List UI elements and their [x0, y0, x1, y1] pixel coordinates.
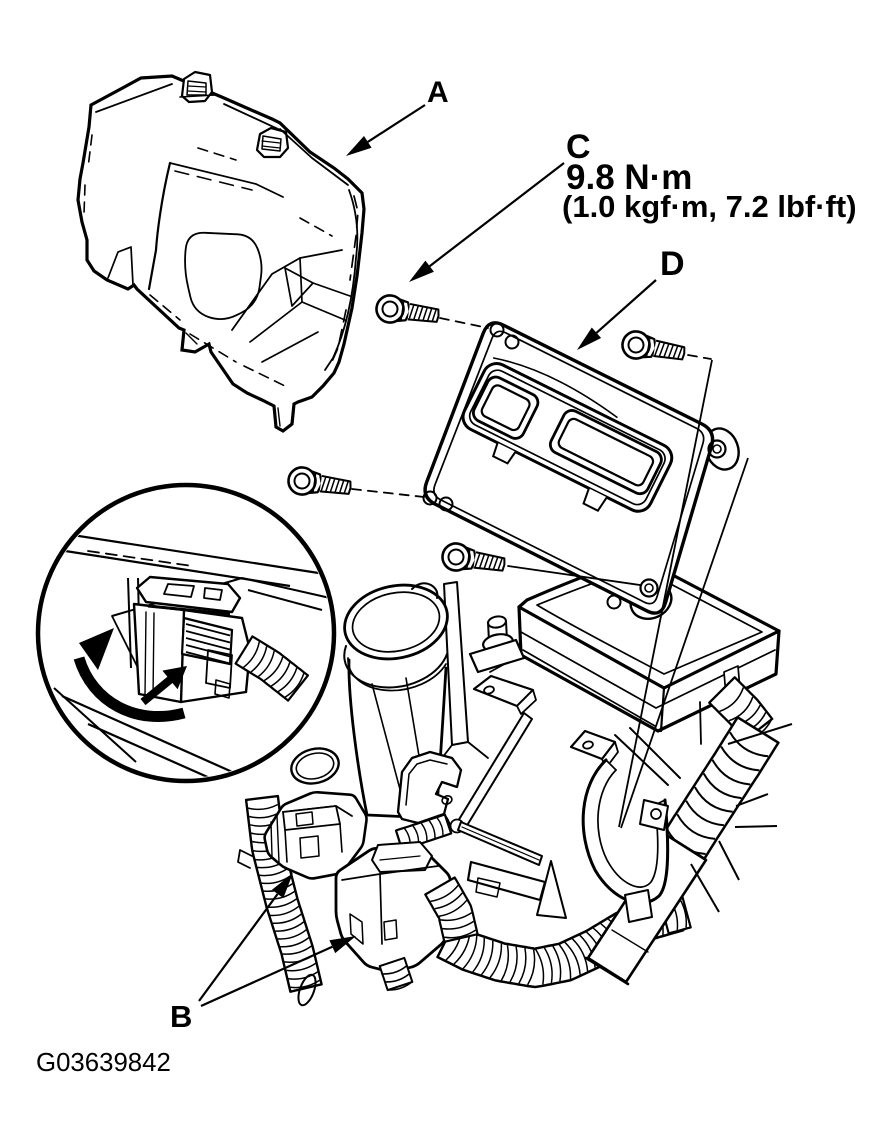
svg-text:(1.0 kgf·m, 7.2 lbf·ft): (1.0 kgf·m, 7.2 lbf·ft): [562, 189, 857, 224]
svg-text:A: A: [427, 76, 449, 109]
svg-text:D: D: [660, 245, 685, 283]
svg-text:B: B: [170, 999, 192, 1034]
svg-text:C: C: [566, 128, 591, 166]
svg-text:G03639842: G03639842: [36, 1049, 171, 1077]
svg-text:9.8 N·m: 9.8 N·m: [566, 158, 692, 197]
